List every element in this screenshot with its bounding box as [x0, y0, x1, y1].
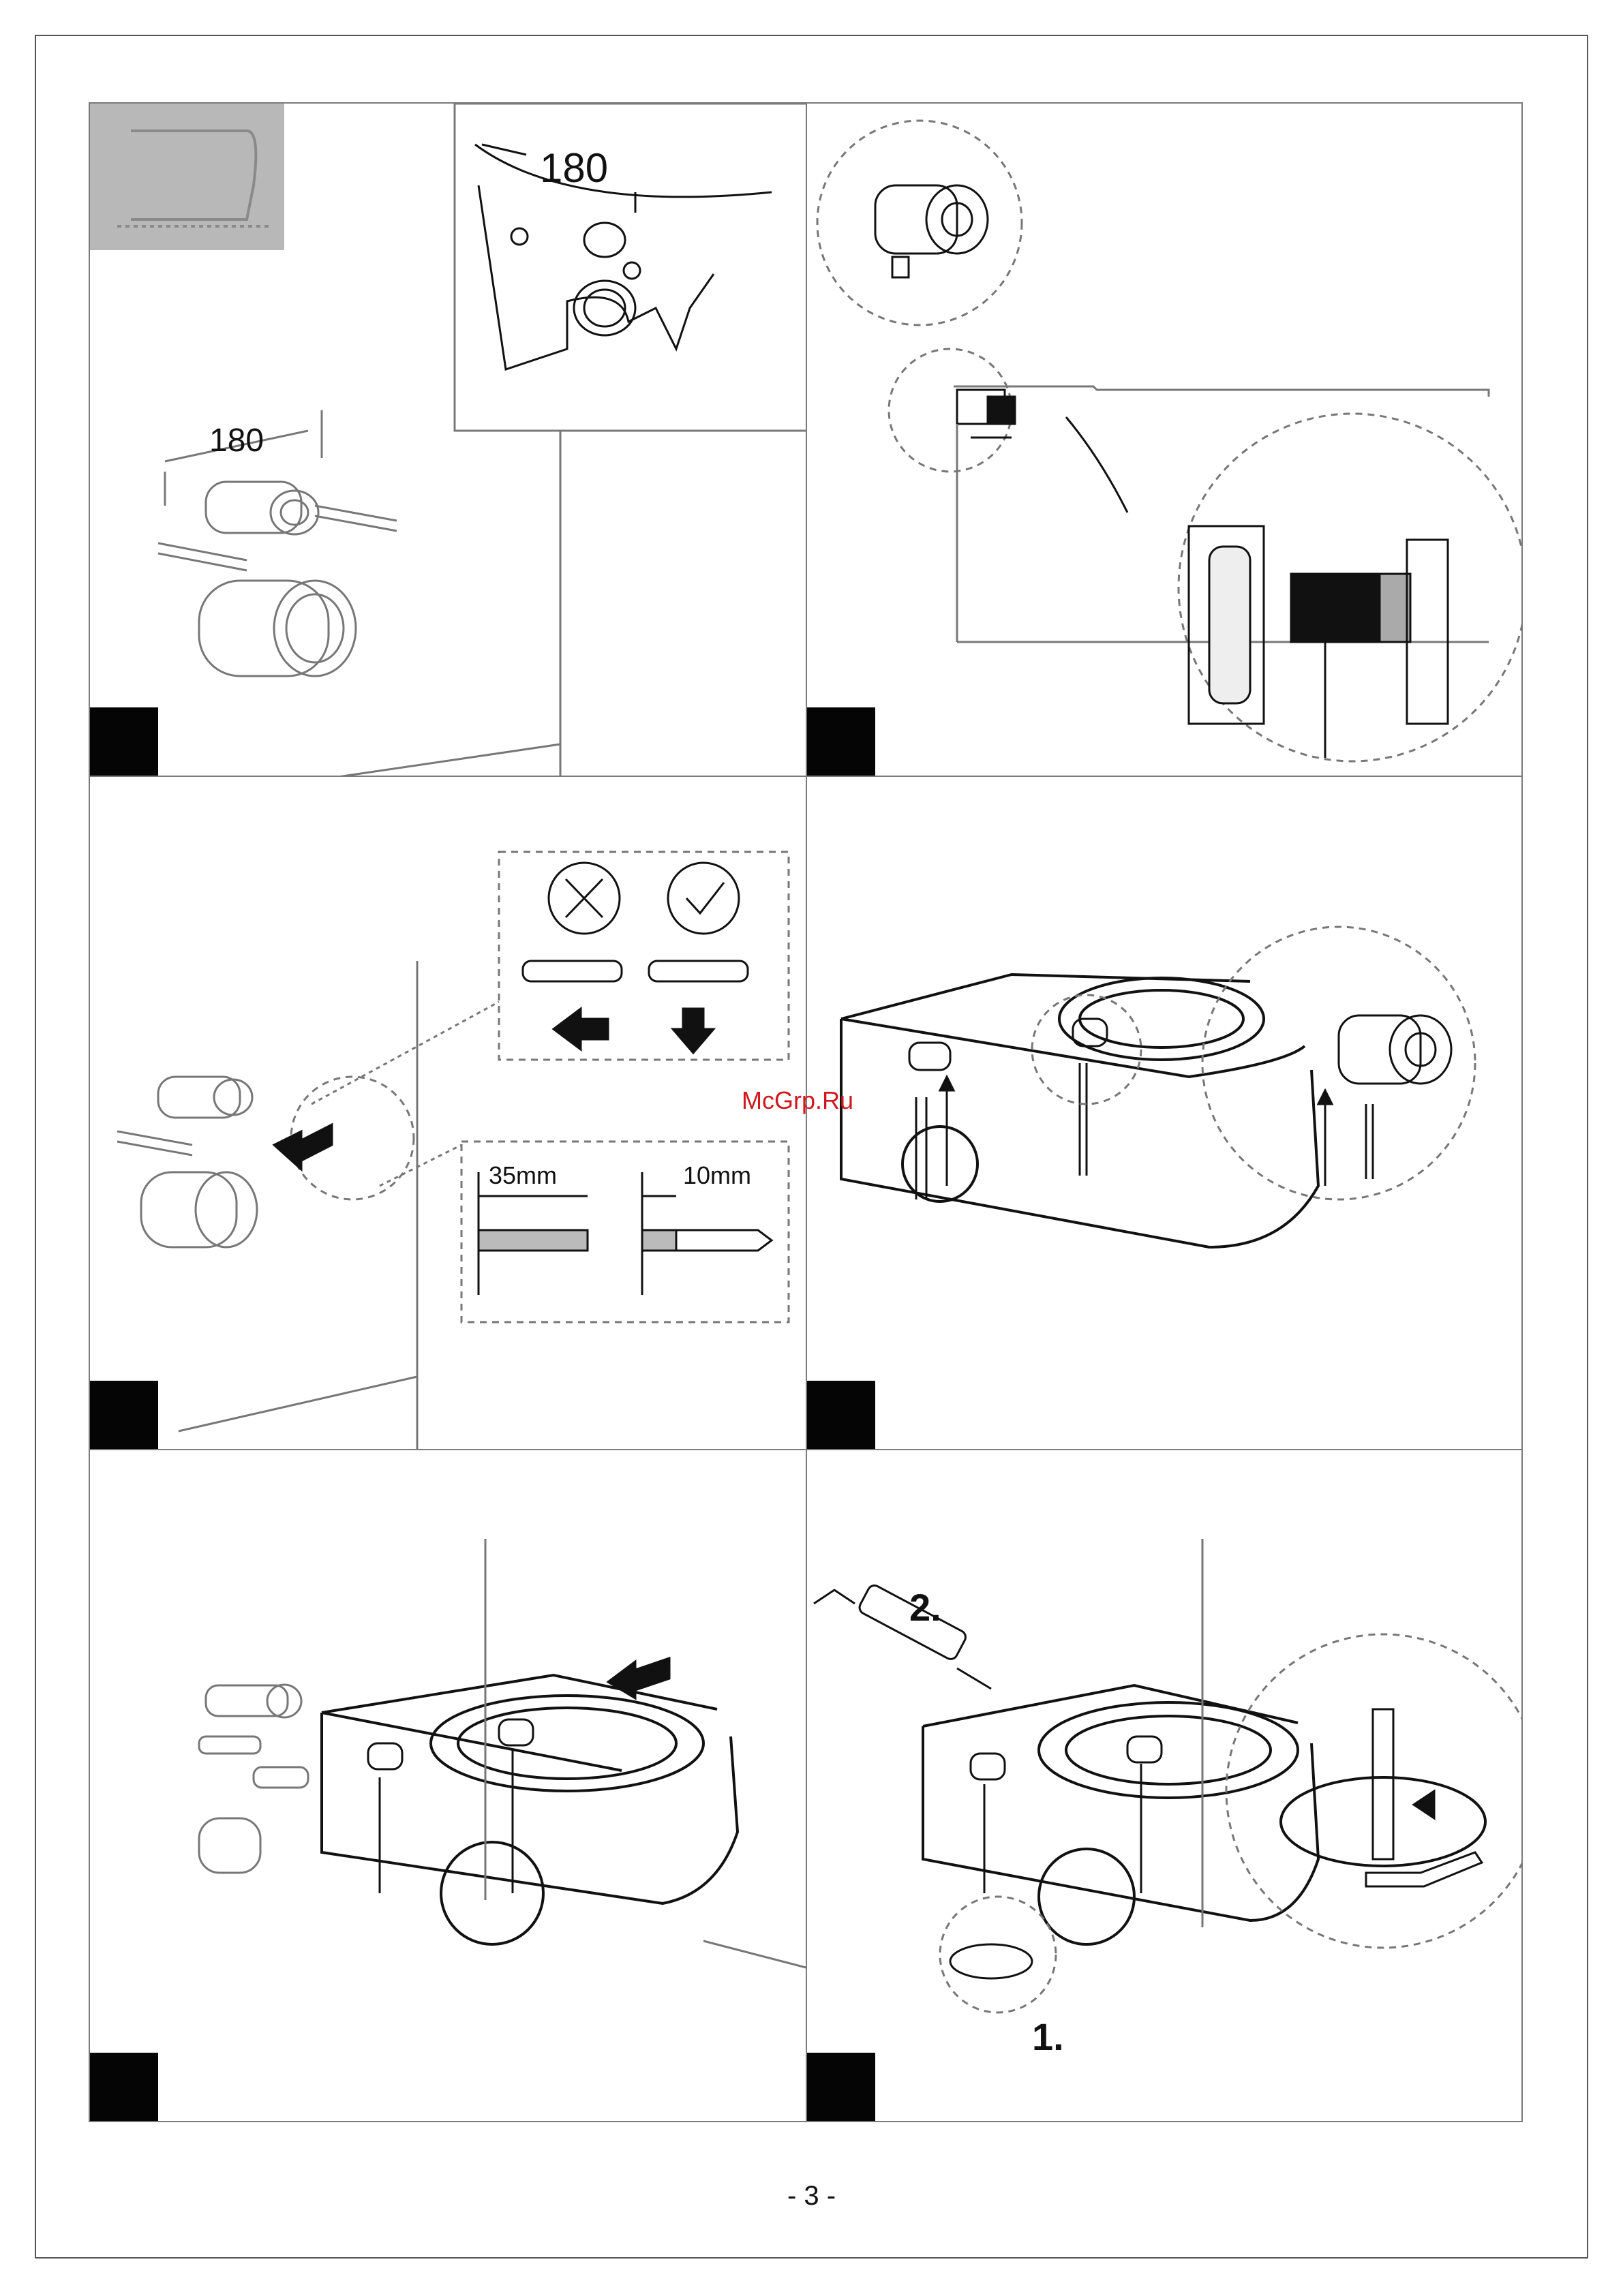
panel-step-3: 35mm 10mm [89, 776, 807, 1450]
panel-step-1: 180 180 [89, 102, 807, 777]
panel-step-5 [89, 1449, 807, 2122]
dim-180-bottom: 180 [209, 423, 264, 459]
dowel-set [117, 961, 499, 1450]
bowl-installed [923, 1539, 1318, 1944]
fittings-behind [199, 1539, 807, 1968]
step-label-1: 1. [1032, 2015, 1064, 2058]
dim-35mm: 35mm [489, 1161, 557, 1189]
step-badge-3 [90, 1381, 158, 1449]
step-badge-2 [807, 707, 875, 776]
panel-step-6: 2. [806, 1449, 1523, 2122]
dim-10mm: 10mm [683, 1161, 751, 1189]
sleeve-zoom [1202, 927, 1475, 1199]
section-detail-zoom [1179, 414, 1523, 761]
toilet-side-thumbnail [90, 104, 284, 250]
panel-step-4 [806, 776, 1523, 1450]
watermark: McGrp.Ru [742, 1086, 853, 1115]
wrench-zoom [1226, 1634, 1523, 1948]
step-badge-4 [807, 1381, 875, 1449]
step-badge-5 [90, 2053, 158, 2121]
fixing-sleeve-zoom [817, 121, 1022, 325]
panel-step-2 [806, 102, 1523, 777]
right-wrong-box [499, 852, 789, 1060]
bolt-set [158, 410, 560, 777]
step-label-2: 2. [909, 1586, 941, 1629]
bowl-slide-on [322, 1675, 738, 1944]
sealant-gun [814, 1583, 991, 1689]
rod-and-sleeve [909, 995, 1141, 1199]
step-badge-1 [90, 707, 158, 776]
dim-180-top: 180 [540, 145, 608, 191]
page-number: - 3 - [0, 2181, 1623, 2211]
wrench-bottom-zoom [940, 1897, 1056, 2012]
step-badge-6 [807, 2053, 875, 2121]
bowl-rear-detail [455, 104, 807, 431]
